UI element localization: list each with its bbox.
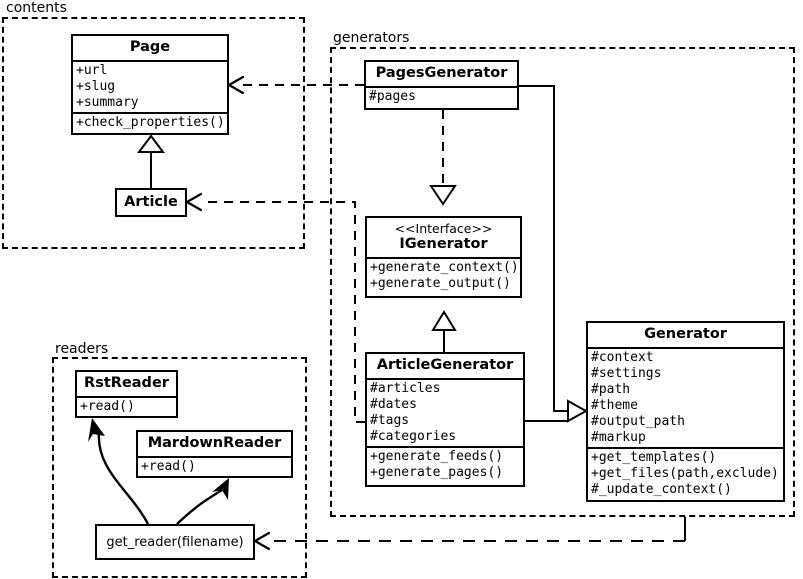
operation-item: +check_properties()	[76, 115, 225, 130]
attribute-item: #theme	[591, 398, 638, 413]
attribute-item: #pages	[369, 89, 416, 104]
attribute-item: #settings	[591, 366, 662, 381]
attribute-item: #tags	[370, 413, 410, 428]
operation-item: +generate_context()	[370, 260, 519, 275]
class-box-page[interactable]: Page +url +slug +summary +check_properti…	[71, 34, 229, 135]
operation-item: +generate_feeds()	[370, 449, 504, 464]
class-box-igenerator[interactable]: <<Interface>> IGenerator +generate_conte…	[365, 216, 522, 298]
class-box-rst-reader[interactable]: RstReader +read()	[75, 370, 178, 418]
attribute-item: #context	[591, 350, 654, 365]
package-readers-label: readers	[55, 341, 109, 357]
attribute-item: #categories	[370, 429, 457, 444]
operation-item: #_update_context()	[591, 482, 732, 497]
attribute-item: #dates	[370, 397, 417, 412]
class-operations-generator: +get_templates() +get_files(path,exclude…	[588, 447, 783, 499]
operation-item: +get_files(path,exclude)	[591, 466, 779, 481]
class-name-article-generator: ArticleGenerator	[376, 357, 514, 373]
class-stereotype-igenerator: <<Interface>>	[394, 221, 493, 236]
attribute-item: #markup	[591, 430, 646, 445]
class-operations-igenerator: +generate_context() +generate_output()	[367, 257, 520, 293]
class-operations-mardown-reader: +read()	[138, 456, 291, 476]
class-name-page: Page	[129, 39, 171, 55]
attribute-item: #articles	[370, 381, 441, 396]
class-header-igenerator: <<Interface>> IGenerator	[367, 218, 520, 257]
class-operations-page: +check_properties()	[73, 112, 227, 132]
package-generators-label: generators	[333, 30, 410, 46]
operation-item: +generate_output()	[370, 276, 511, 291]
attribute-item: +url	[76, 63, 108, 78]
class-operations-article-generator: +generate_feeds() +generate_pages()	[367, 446, 523, 482]
relation-generators-depends-get_reader	[253, 517, 686, 551]
class-name-generator: Generator	[644, 326, 727, 342]
function-box-get-reader-label: get_reader(filename)	[106, 534, 244, 550]
attribute-item: +slug	[76, 79, 116, 94]
class-attributes-pages-generator: #pages	[366, 86, 517, 106]
class-box-article[interactable]: Article	[115, 188, 187, 217]
attribute-item: #path	[591, 382, 631, 397]
package-contents-label: contents	[6, 0, 67, 16]
class-box-generator[interactable]: Generator #context #settings #path #them…	[586, 321, 785, 502]
class-name-igenerator: IGenerator	[399, 236, 488, 252]
class-operations-rst-reader: +read()	[77, 396, 176, 416]
operation-item: +read()	[80, 399, 135, 414]
class-name-pages-generator: PagesGenerator	[375, 65, 508, 81]
class-name-mardown-reader: MardownReader	[147, 435, 282, 451]
package-contents	[2, 17, 305, 249]
operation-item: +generate_pages()	[370, 465, 504, 480]
class-attributes-generator: #context #settings #path #theme #output_…	[588, 347, 783, 447]
class-attributes-article-generator: #articles #dates #tags #categories	[367, 378, 523, 446]
operation-item: +read()	[141, 459, 196, 474]
class-box-pages-generator[interactable]: PagesGenerator #pages	[364, 60, 519, 110]
class-name-article: Article	[124, 194, 178, 210]
class-attributes-page: +url +slug +summary	[73, 60, 227, 112]
class-box-mardown-reader[interactable]: MardownReader +read()	[136, 430, 293, 478]
attribute-item: #output_path	[591, 414, 685, 429]
operation-item: +get_templates()	[591, 450, 717, 465]
attribute-item: +summary	[76, 95, 139, 110]
package-readers	[52, 357, 307, 578]
class-box-article-generator[interactable]: ArticleGenerator #articles #dates #tags …	[365, 352, 525, 487]
function-box-get-reader[interactable]: get_reader(filename)	[95, 524, 255, 560]
class-name-rst-reader: RstReader	[84, 375, 169, 391]
